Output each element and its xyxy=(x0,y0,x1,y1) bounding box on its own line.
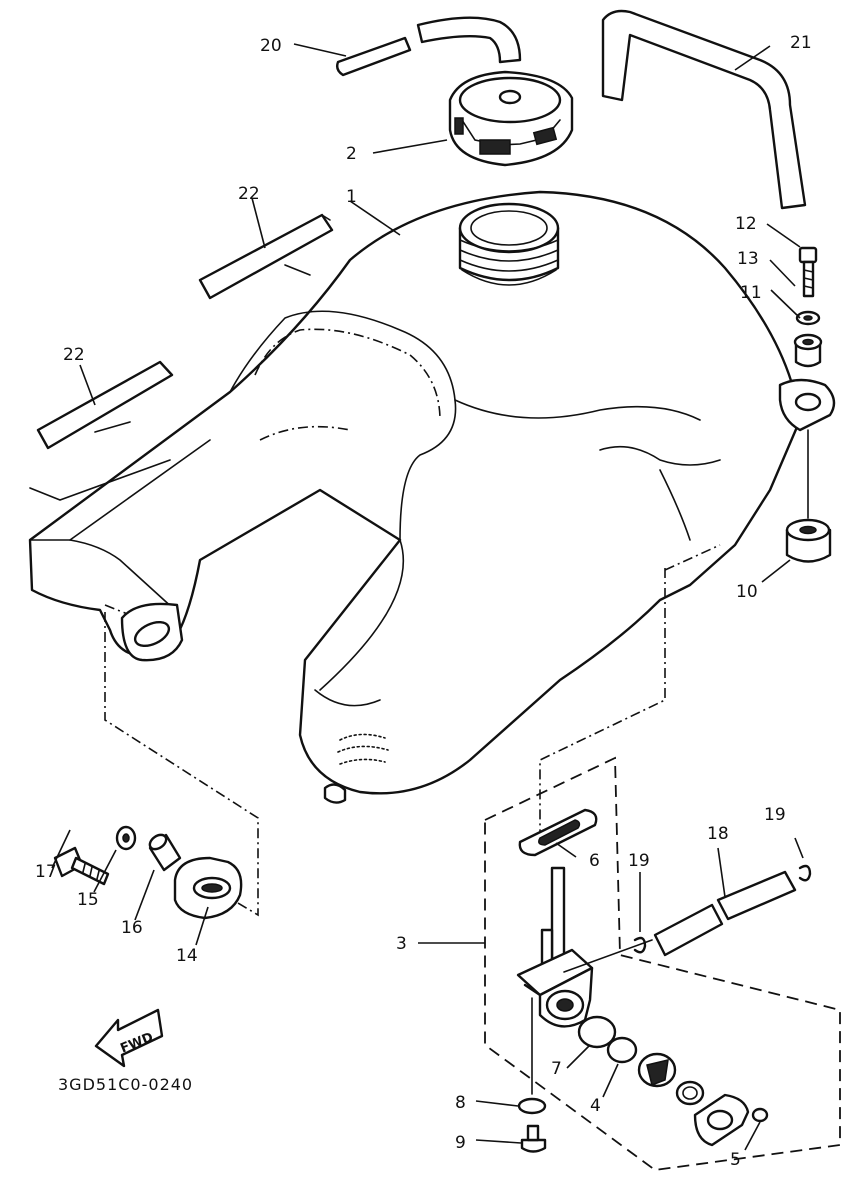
callout-18: 18 xyxy=(707,824,729,844)
callout-11: 11 xyxy=(740,283,762,303)
callout-22b: 22 xyxy=(63,345,85,365)
screw-9[interactable] xyxy=(520,1124,547,1153)
callout-14: 14 xyxy=(176,946,198,966)
callout-6: 6 xyxy=(589,851,600,871)
diagram-code: 3GD51C0-0240 xyxy=(58,1075,193,1094)
o-ring-8[interactable] xyxy=(517,1097,547,1115)
fuel-cap[interactable] xyxy=(448,70,574,167)
filter-7[interactable] xyxy=(577,1015,617,1049)
callout-21: 21 xyxy=(790,33,812,53)
breather-hose-long[interactable] xyxy=(601,9,807,210)
collar-11[interactable] xyxy=(793,333,823,368)
washer-13[interactable] xyxy=(795,310,821,326)
callout-5: 5 xyxy=(730,1150,741,1170)
breather-hose-short[interactable] xyxy=(335,16,522,77)
callout-3: 3 xyxy=(396,934,407,954)
callout-15: 15 xyxy=(77,890,99,910)
o-ring-4[interactable] xyxy=(606,1036,638,1064)
damper-14[interactable] xyxy=(173,856,243,920)
damper-10[interactable] xyxy=(785,518,832,563)
washer-15[interactable] xyxy=(115,825,137,851)
callout-9: 9 xyxy=(455,1133,466,1153)
callout-8: 8 xyxy=(455,1093,466,1113)
damper-lower[interactable] xyxy=(36,360,174,450)
callout-16: 16 xyxy=(121,918,143,938)
callout-10: 10 xyxy=(736,582,758,602)
clip-19[interactable] xyxy=(633,864,812,954)
lever-assembly[interactable] xyxy=(637,1052,705,1106)
fuel-cock-assembly-box xyxy=(484,756,841,1171)
plate-5[interactable] xyxy=(693,1093,769,1147)
callout-19b: 19 xyxy=(764,805,786,825)
callout-7: 7 xyxy=(551,1059,562,1079)
callout-13: 13 xyxy=(737,249,759,269)
fuel-cock-body[interactable] xyxy=(516,866,594,1028)
callout-17: 17 xyxy=(35,862,57,882)
callout-12: 12 xyxy=(735,214,757,234)
bolt-17[interactable] xyxy=(53,846,110,886)
callout-19a: 19 xyxy=(628,851,650,871)
collar-16[interactable] xyxy=(147,832,182,872)
callout-2: 2 xyxy=(346,144,357,164)
damper-upper[interactable] xyxy=(198,213,334,300)
fuel-tank[interactable] xyxy=(28,190,836,804)
callout-22a: 22 xyxy=(238,184,260,204)
gasket-6[interactable] xyxy=(518,808,598,857)
fuel-hose-18[interactable] xyxy=(653,870,797,957)
callout-20: 20 xyxy=(260,36,282,56)
callout-4: 4 xyxy=(590,1096,601,1116)
bolt-12[interactable] xyxy=(798,246,818,298)
fwd-arrow-icon: FWD xyxy=(94,1008,164,1068)
callout-1: 1 xyxy=(346,187,357,207)
